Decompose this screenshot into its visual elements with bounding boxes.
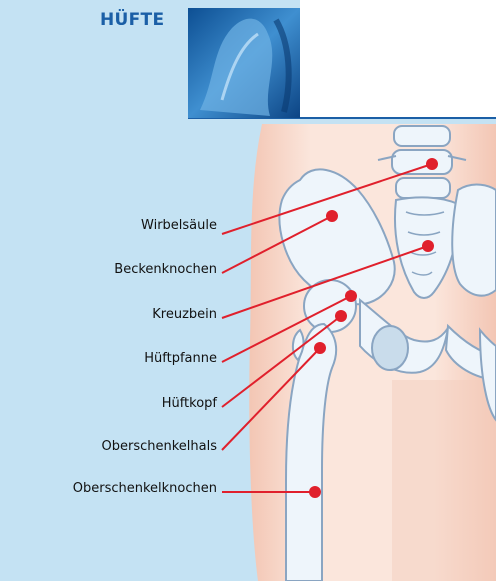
label-oberschenkelhals: Oberschenkelhals (102, 439, 218, 455)
thumbnail-image (188, 8, 300, 118)
header-white-area (300, 0, 496, 118)
marker-dot (335, 310, 347, 322)
label-kreuzbein: Kreuzbein (152, 307, 217, 323)
marker-dot (345, 290, 357, 302)
label-beckenknochen: Beckenknochen (114, 262, 217, 278)
marker-dot (314, 342, 326, 354)
marker-dot (426, 158, 438, 170)
marker-dot (309, 486, 321, 498)
label-hueftpfanne: Hüftpfanne (144, 351, 217, 367)
label-hueftkopf: Hüftkopf (162, 396, 217, 412)
page-title: HÜFTE (100, 10, 164, 30)
label-oberschenkelknochen: Oberschenkelknochen (73, 481, 217, 497)
marker-dot (422, 240, 434, 252)
label-wirbelsaeule: Wirbelsäule (141, 218, 217, 234)
marker-dot (326, 210, 338, 222)
